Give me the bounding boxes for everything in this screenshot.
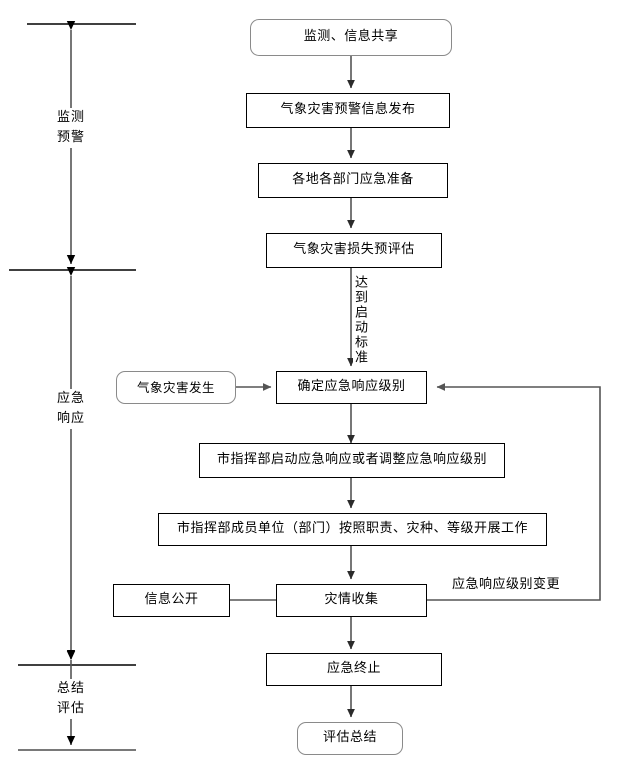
node-hq-activate[interactable]: 市指挥部启动应急响应或者调整应急响应级别 [199, 443, 505, 478]
edge-label-level-change: 应急响应级别变更 [452, 573, 561, 592]
node-emergency-end[interactable]: 应急终止 [266, 653, 442, 686]
node-dept-prepare[interactable]: 各地各部门应急准备 [258, 163, 448, 198]
phase-label-summary: 总结 评估 [40, 679, 102, 720]
node-disaster-occurs[interactable]: 气象灾害发生 [116, 371, 236, 404]
phase-label-monitoring: 监测 预警 [40, 108, 102, 149]
node-member-units[interactable]: 市指挥部成员单位（部门）按照职责、灾种、等级开展工作 [158, 513, 547, 546]
node-determine-level[interactable]: 确定应急响应级别 [276, 371, 427, 404]
edge-label-activation-standard: 达到启动标准 [352, 274, 367, 366]
conn-level-change-feedback [427, 383, 601, 601]
node-evaluation-summary[interactable]: 评估总结 [297, 722, 403, 755]
node-disaster-collect[interactable]: 灾情收集 [276, 584, 427, 617]
phase-label-response: 应急 响应 [40, 389, 102, 430]
node-info-disclosure[interactable]: 信息公开 [113, 584, 230, 617]
node-monitor-share[interactable]: 监测、信息共享 [250, 19, 452, 56]
node-warning-release[interactable]: 气象灾害预警信息发布 [246, 93, 450, 128]
node-loss-assess[interactable]: 气象灾害损失预评估 [266, 233, 442, 268]
